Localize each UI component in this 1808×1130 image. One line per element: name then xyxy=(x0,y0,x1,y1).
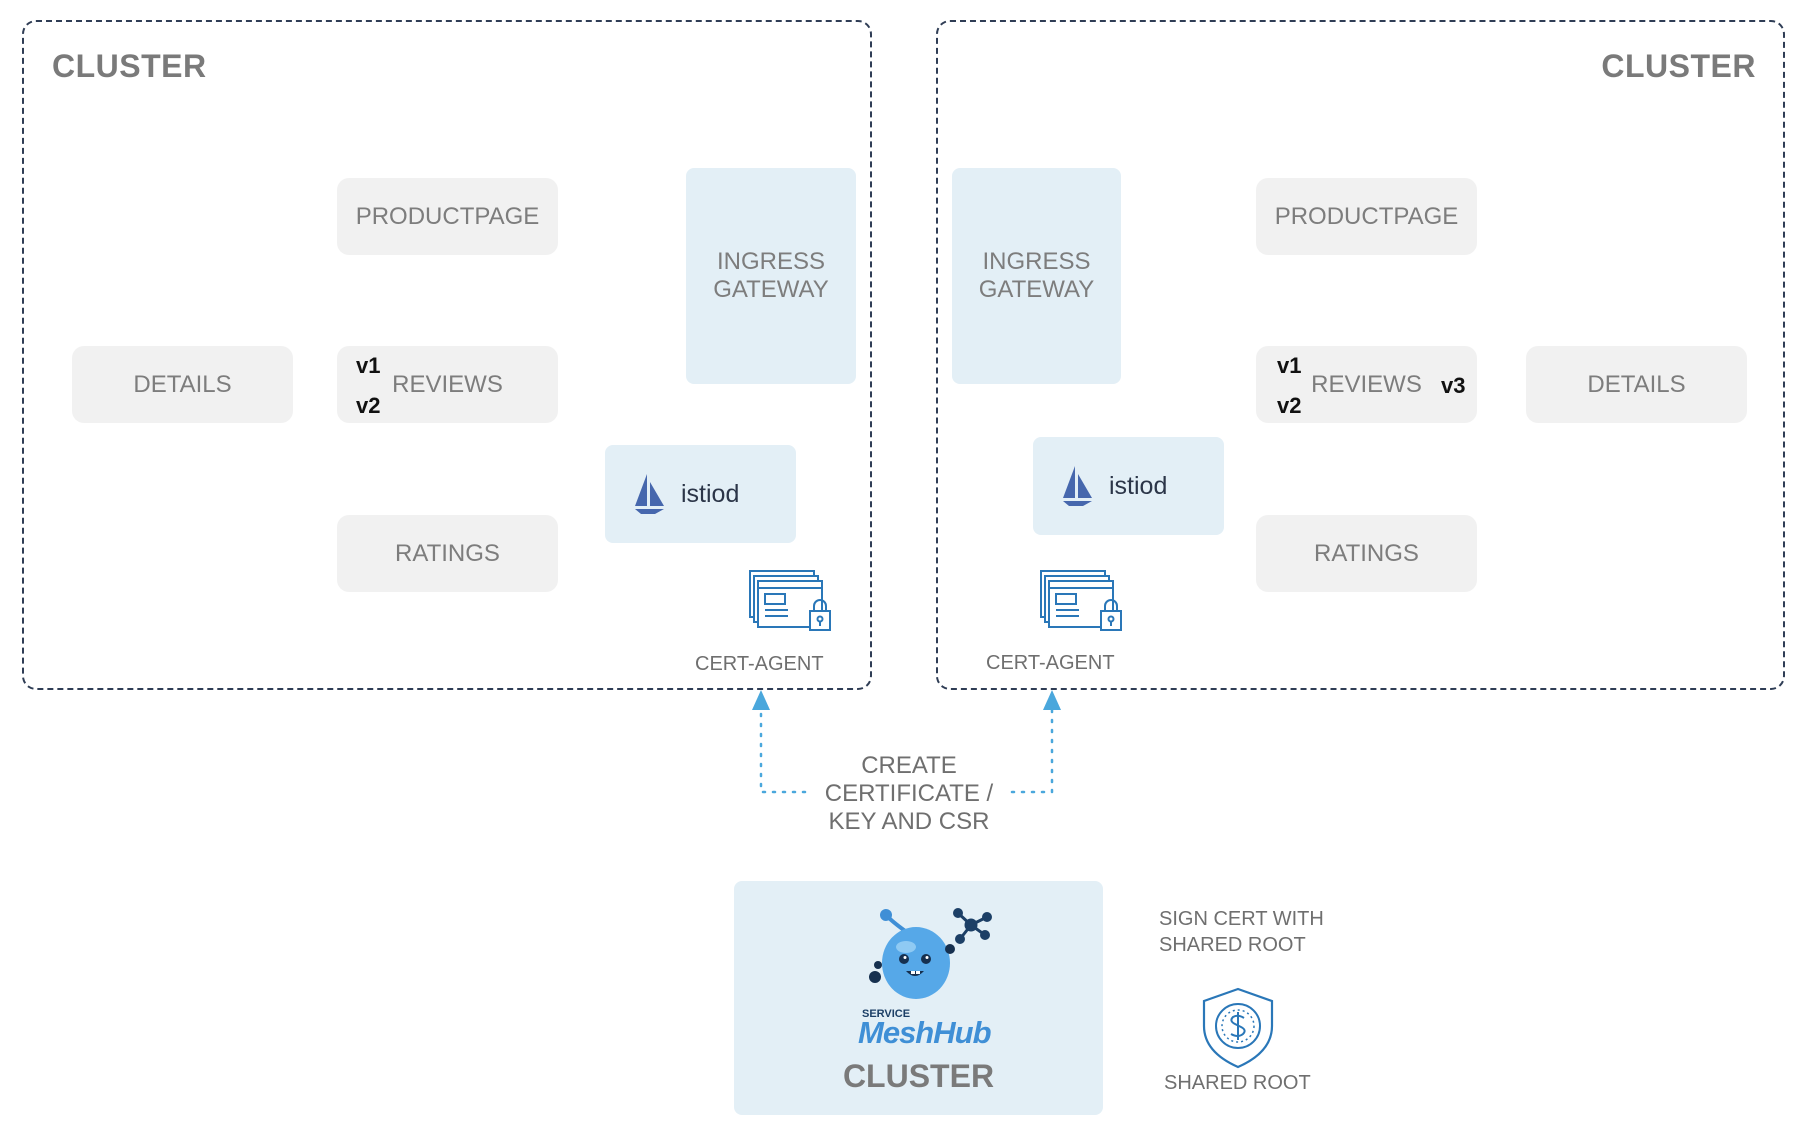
shared-root-label: SHARED ROOT xyxy=(1164,1072,1311,1094)
left-ratings-service[interactable]: RATINGS xyxy=(337,515,558,592)
left-cluster-title: CLUSTER xyxy=(52,48,207,84)
create-line-2: CERTIFICATE / xyxy=(824,780,994,808)
right-details-service[interactable]: DETAILS xyxy=(1526,346,1747,423)
sign-line-1: SIGN CERT WITH xyxy=(1159,908,1324,930)
certificate-lock-icon xyxy=(749,570,831,631)
right-istiod-label: istiod xyxy=(1109,471,1168,500)
certificate-lock-icon xyxy=(1040,570,1122,631)
right-cluster-title: CLUSTER xyxy=(1601,48,1756,84)
left-ingress-gateway-line1: INGRESS xyxy=(716,248,826,276)
meshhub-logo-text: MeshHub xyxy=(858,1015,991,1050)
right-arrowhead-icon xyxy=(1043,690,1061,710)
right-productpage-service[interactable]: PRODUCTPAGE xyxy=(1256,178,1477,255)
left-cert-agent-label: CERT-AGENT xyxy=(695,653,824,675)
left-productpage-service[interactable]: PRODUCTPAGE xyxy=(337,178,558,255)
meshhub-mascot-logo xyxy=(869,908,992,999)
meshhub-cluster-title: CLUSTER xyxy=(842,1058,995,1094)
right-cluster-border xyxy=(936,20,1785,690)
left-productpage-label: PRODUCTPAGE xyxy=(355,202,540,230)
right-cert-agent-label: CERT-AGENT xyxy=(986,652,1115,674)
right-details-label: DETAILS xyxy=(1587,370,1686,398)
istio-sail-icon xyxy=(635,474,664,514)
right-ingress-gateway-line1: INGRESS xyxy=(982,248,1091,276)
right-dotted-arrow-line xyxy=(1010,706,1054,794)
left-ingress-gateway-line2: GATEWAY xyxy=(713,276,829,303)
left-reviews-service[interactable]: REVIEWS xyxy=(337,346,558,423)
meshhub-logo-small-text: SERVICE xyxy=(862,1008,911,1020)
right-reviews-label: REVIEWS xyxy=(1311,370,1422,398)
meshhub-cluster[interactable]: SERVICE MeshHub CLUSTER xyxy=(734,881,1103,1115)
right-reviews-service[interactable]: REVIEWS xyxy=(1256,346,1477,423)
right-ingress-gateway[interactable]: INGRESS GATEWAY xyxy=(952,168,1121,384)
left-ingress-gateway[interactable]: INGRESS GATEWAY xyxy=(686,168,856,384)
right-ratings-service[interactable]: RATINGS xyxy=(1256,515,1477,592)
create-certificate-label: CREATE CERTIFICATE / KEY AND CSR xyxy=(809,752,1009,836)
right-ratings-label: RATINGS xyxy=(1314,539,1419,567)
right-ingress-gateway-line2: GATEWAY xyxy=(978,276,1095,303)
left-cluster-border xyxy=(22,20,872,690)
shield-dollar-icon xyxy=(1202,987,1274,1069)
left-dotted-arrow-line xyxy=(759,706,807,794)
left-ratings-label: RATINGS xyxy=(395,539,500,567)
left-istiod-label: istiod xyxy=(681,479,740,508)
create-line-3: KEY AND CSR xyxy=(828,808,990,836)
right-productpage-label: PRODUCTPAGE xyxy=(1274,202,1459,230)
left-reviews-version-v2: v2 xyxy=(356,393,381,418)
right-reviews-version-v1: v1 xyxy=(1277,353,1302,378)
left-details-label: DETAILS xyxy=(133,370,232,398)
left-reviews-version-v1: v1 xyxy=(356,353,381,378)
sign-cert-label: SIGN CERT WITH SHARED ROOT xyxy=(1159,906,1324,958)
left-details-service[interactable]: DETAILS xyxy=(72,346,293,423)
istio-sail-icon xyxy=(1063,466,1092,506)
sign-line-2: SHARED ROOT xyxy=(1159,934,1306,956)
right-reviews-version-v2: v2 xyxy=(1277,393,1302,418)
right-reviews-version-v3: v3 xyxy=(1441,373,1466,398)
right-istiod[interactable]: istiod xyxy=(1033,437,1224,535)
create-line-1: CREATE xyxy=(861,752,957,779)
left-reviews-label: REVIEWS xyxy=(392,370,503,398)
left-arrowhead-icon xyxy=(752,690,770,710)
left-istiod[interactable]: istiod xyxy=(605,445,796,543)
